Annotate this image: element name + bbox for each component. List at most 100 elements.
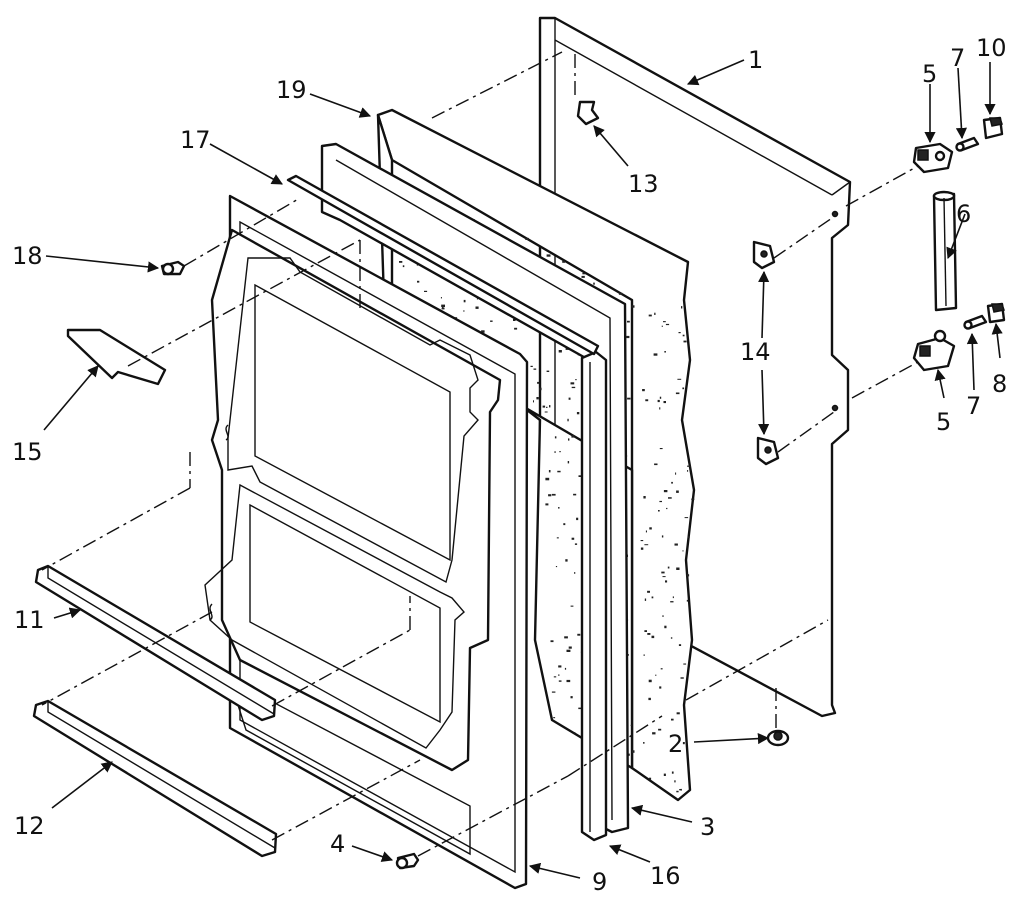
insulation-speck: [645, 530, 647, 533]
insulation-speck: [581, 275, 585, 278]
insulation-speck: [653, 353, 658, 356]
insulation-speck: [627, 397, 631, 400]
insulation-speck: [490, 320, 493, 322]
insulation-speck: [672, 596, 674, 599]
insulation-speck: [463, 299, 466, 303]
insulation-speck: [545, 477, 550, 481]
insulation-speck: [643, 496, 646, 499]
callout-17: 17: [180, 126, 211, 154]
insulation-speck: [573, 493, 577, 496]
insulation-speck: [631, 750, 635, 753]
insulation-speck: [662, 576, 666, 578]
insulation-speck: [573, 732, 576, 734]
leader-lines: [43, 59, 1003, 879]
insulation-speck: [662, 615, 664, 617]
insulation-speck: [677, 378, 682, 380]
insulation-speck: [651, 596, 654, 599]
insulation-speck: [659, 448, 663, 450]
insulation-speck: [675, 472, 677, 475]
callout-16: 16: [650, 862, 681, 890]
insulation-speck: [564, 667, 567, 670]
insulation-speck: [676, 490, 679, 493]
callout-8: 8: [992, 370, 1007, 398]
insulation-speck: [566, 679, 571, 683]
insulation-speck: [539, 387, 542, 391]
insulation-speck: [649, 527, 652, 530]
insulation-speck: [550, 640, 554, 643]
insulation-speck: [630, 724, 632, 726]
screw-4: [395, 852, 420, 870]
insulation-speck: [582, 272, 586, 275]
insulation-speck: [674, 543, 678, 546]
insulation-speck: [628, 753, 630, 756]
insulation-speck: [559, 451, 561, 453]
insulation-speck: [618, 292, 623, 295]
insulation-speck: [659, 396, 662, 399]
callout-11: 11: [14, 606, 45, 634]
insulation-speck: [548, 470, 551, 473]
insulation-speck: [627, 320, 630, 323]
insulation-speck: [678, 332, 681, 334]
insulation-speck: [648, 777, 652, 780]
insulation-speck: [659, 407, 661, 410]
insulation-speck: [683, 340, 687, 343]
hinge-plate-14-upper: [752, 240, 776, 270]
insulation-speck: [663, 490, 668, 493]
insulation-speck: [663, 321, 666, 323]
insulation-speck: [648, 314, 652, 317]
insulation-speck: [678, 644, 682, 646]
callout-14: 14: [740, 338, 771, 366]
insulation-speck: [565, 559, 568, 562]
insulation-speck: [667, 566, 670, 569]
cap-8: [986, 302, 1006, 324]
insulation-speck: [651, 635, 655, 639]
insulation-speck: [562, 260, 565, 263]
insulation-speck: [663, 401, 666, 404]
insulation-speck: [475, 306, 479, 309]
insulation-speck: [643, 742, 645, 744]
insulation-speck: [648, 679, 652, 683]
insulation-speck: [570, 382, 575, 385]
insulation-speck: [441, 307, 445, 310]
insulation-speck: [683, 663, 687, 665]
insulation-speck: [568, 397, 571, 400]
insulation-speck: [424, 290, 428, 292]
insulation-speck: [675, 392, 680, 395]
insulation-speck: [558, 507, 560, 509]
insulation-speck: [533, 400, 534, 403]
callout-3: 3: [700, 813, 715, 841]
callout-10: 10: [976, 34, 1007, 62]
callout-13: 13: [628, 170, 659, 198]
callout-18: 18: [12, 242, 43, 270]
insulation-speck: [463, 310, 465, 312]
callout-1: 1: [748, 46, 763, 74]
insulation-speck: [554, 451, 556, 453]
insulation-speck: [530, 365, 533, 367]
callout-2: 2: [668, 730, 683, 758]
insulation-speck: [570, 605, 574, 607]
insulation-speck: [668, 497, 672, 499]
insulation-speck: [568, 646, 572, 649]
insulation-speck: [654, 463, 658, 466]
insulation-speck: [640, 547, 644, 550]
insulation-speck: [574, 543, 578, 545]
insulation-speck: [554, 436, 557, 439]
insulation-speck: [577, 633, 581, 636]
insulation-speck: [682, 550, 684, 552]
shelf-bar-lower: [32, 699, 278, 858]
insulation-speck: [670, 637, 673, 639]
insulation-speck: [681, 306, 683, 309]
insulation-speck: [578, 707, 582, 710]
insulation-speck: [440, 297, 442, 299]
door-gasket: [580, 350, 608, 842]
insulation-speck: [566, 649, 571, 652]
screw-18: [160, 260, 186, 276]
insulation-speck: [687, 536, 690, 538]
insulation-speck: [525, 237, 529, 240]
insulation-speck: [655, 674, 657, 676]
insulation-speck: [643, 654, 645, 656]
callout-4: 4: [330, 830, 345, 858]
insulation-speck: [658, 728, 662, 731]
insulation-speck: [680, 677, 684, 679]
